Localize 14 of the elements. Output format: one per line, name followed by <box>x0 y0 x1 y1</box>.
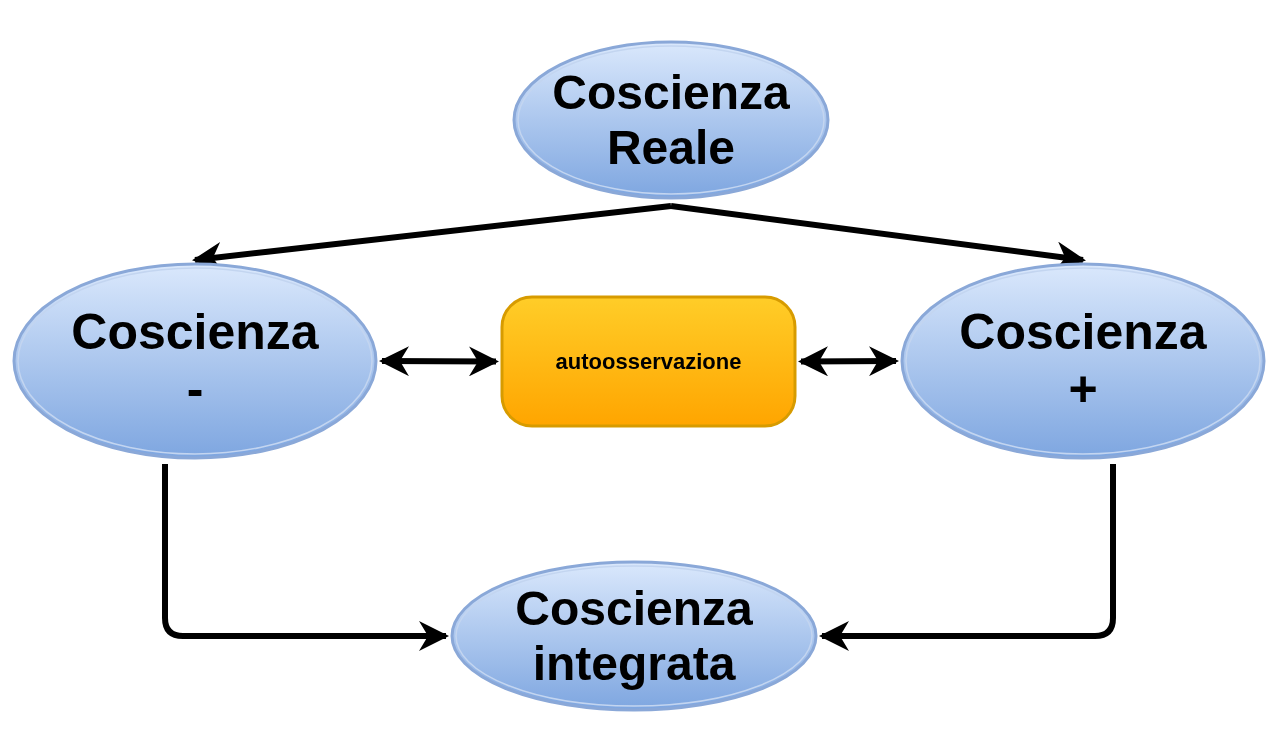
arrow <box>162 464 449 651</box>
node-label: Coscienza - <box>71 303 319 419</box>
node-label: Coscienza Reale <box>552 64 790 176</box>
ellipse-node <box>512 40 830 200</box>
node-label: Coscienza + <box>959 303 1207 419</box>
ellipse-node <box>450 560 818 712</box>
ellipse-node <box>12 262 378 460</box>
node-label: autoosservazione <box>555 348 742 375</box>
arrow <box>379 346 499 377</box>
arrow <box>798 346 899 377</box>
ellipse-node <box>900 262 1266 460</box>
node-label: Coscienza integrata <box>515 580 753 692</box>
rounded-box <box>500 295 797 428</box>
arrow <box>819 464 1116 651</box>
